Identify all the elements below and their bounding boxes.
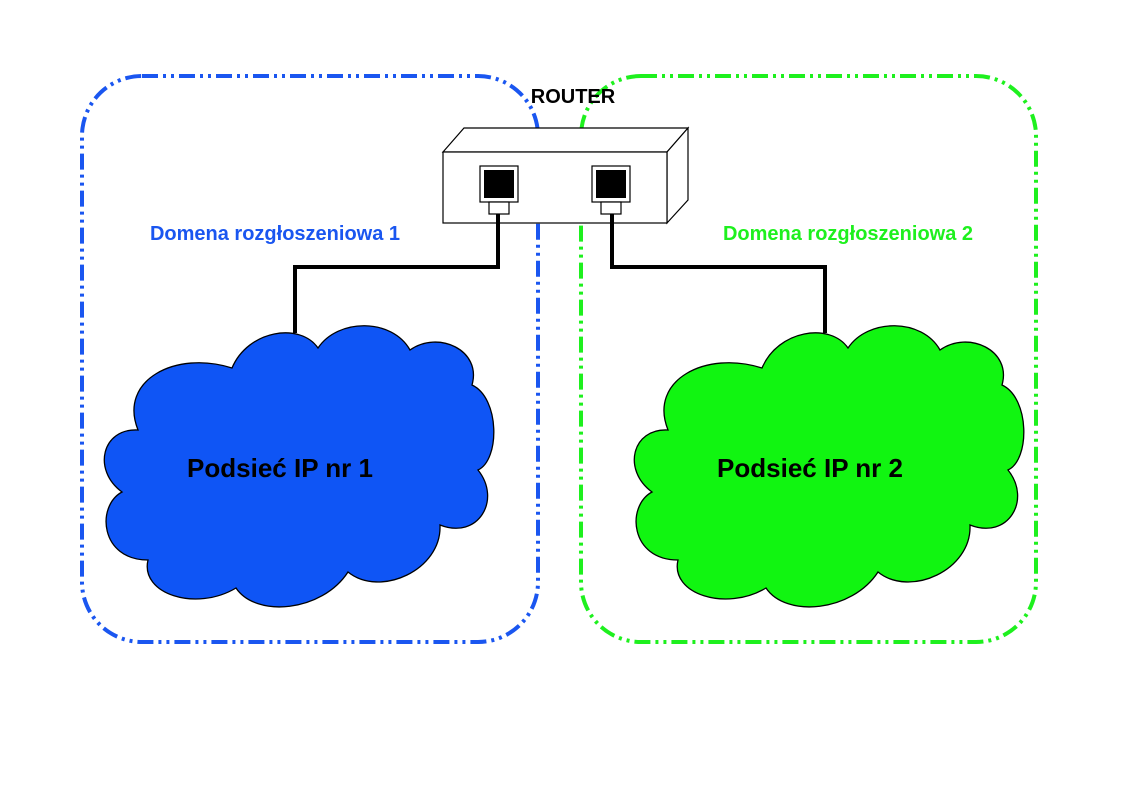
router-device	[441, 126, 690, 225]
router-front-face	[442, 151, 668, 224]
router-port-1	[479, 165, 519, 215]
router-top-face	[441, 127, 690, 153]
cable-1	[293, 214, 500, 333]
router-label: ROUTER	[531, 86, 616, 108]
subnet-2-cloud	[633, 325, 1025, 608]
subnet-1-cloud	[103, 325, 495, 608]
router-port-2	[591, 165, 631, 215]
subnet-1-label: Podsieć IP nr 1	[187, 453, 373, 483]
subnet-2-label: Podsieć IP nr 2	[717, 453, 903, 483]
broadcast-domain-1-label: Domena rozgłoszeniowa 1	[150, 223, 400, 245]
broadcast-domain-2-boundary	[579, 74, 1038, 644]
cable-2	[610, 214, 827, 333]
broadcast-domain-2-label: Domena rozgłoszeniowa 2	[723, 223, 973, 245]
